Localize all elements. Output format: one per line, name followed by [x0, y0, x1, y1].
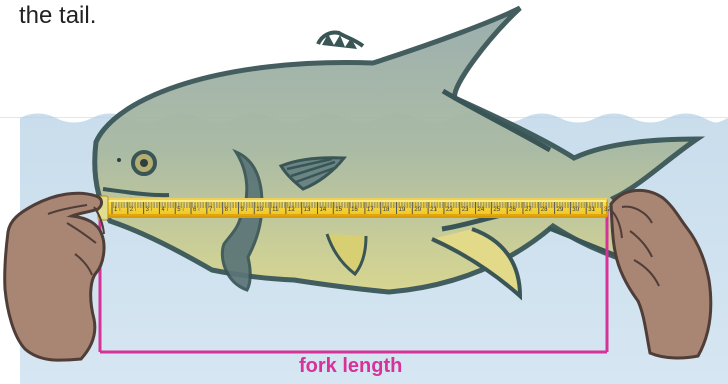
- tape-tick-label: 22: [446, 207, 453, 213]
- tape-tick-label: 23: [462, 207, 469, 213]
- tape-tick-label: 16: [351, 207, 358, 213]
- tape-tick-label: 20: [414, 207, 421, 213]
- tape-tick-label: 24: [478, 207, 485, 213]
- tape-tick-label: 19: [399, 207, 406, 213]
- tape-tick-label: 18: [383, 207, 390, 213]
- tape-tick-label: 13: [304, 207, 311, 213]
- tape-tick-label: 11: [272, 207, 279, 213]
- tape-tick-label: 28: [541, 207, 548, 213]
- tape-tick-label: 17: [367, 207, 374, 213]
- tape-tick-label: 21: [430, 207, 437, 213]
- tape-tick-label: 31: [588, 207, 595, 213]
- tape-tick-label: 30: [572, 207, 579, 213]
- tape-tick-label: 29: [557, 207, 564, 213]
- tape-tick-label: 10: [256, 207, 263, 213]
- tape-tick-label: 15: [335, 207, 342, 213]
- tape-tick-label: 14: [319, 207, 326, 213]
- tape-tick-label: 12: [288, 207, 295, 213]
- fork-length-label: fork length: [299, 355, 402, 378]
- tape-tick-label: 25: [493, 207, 500, 213]
- tape-tick-label: 26: [509, 207, 516, 213]
- tape-tick-label: 27: [525, 207, 532, 213]
